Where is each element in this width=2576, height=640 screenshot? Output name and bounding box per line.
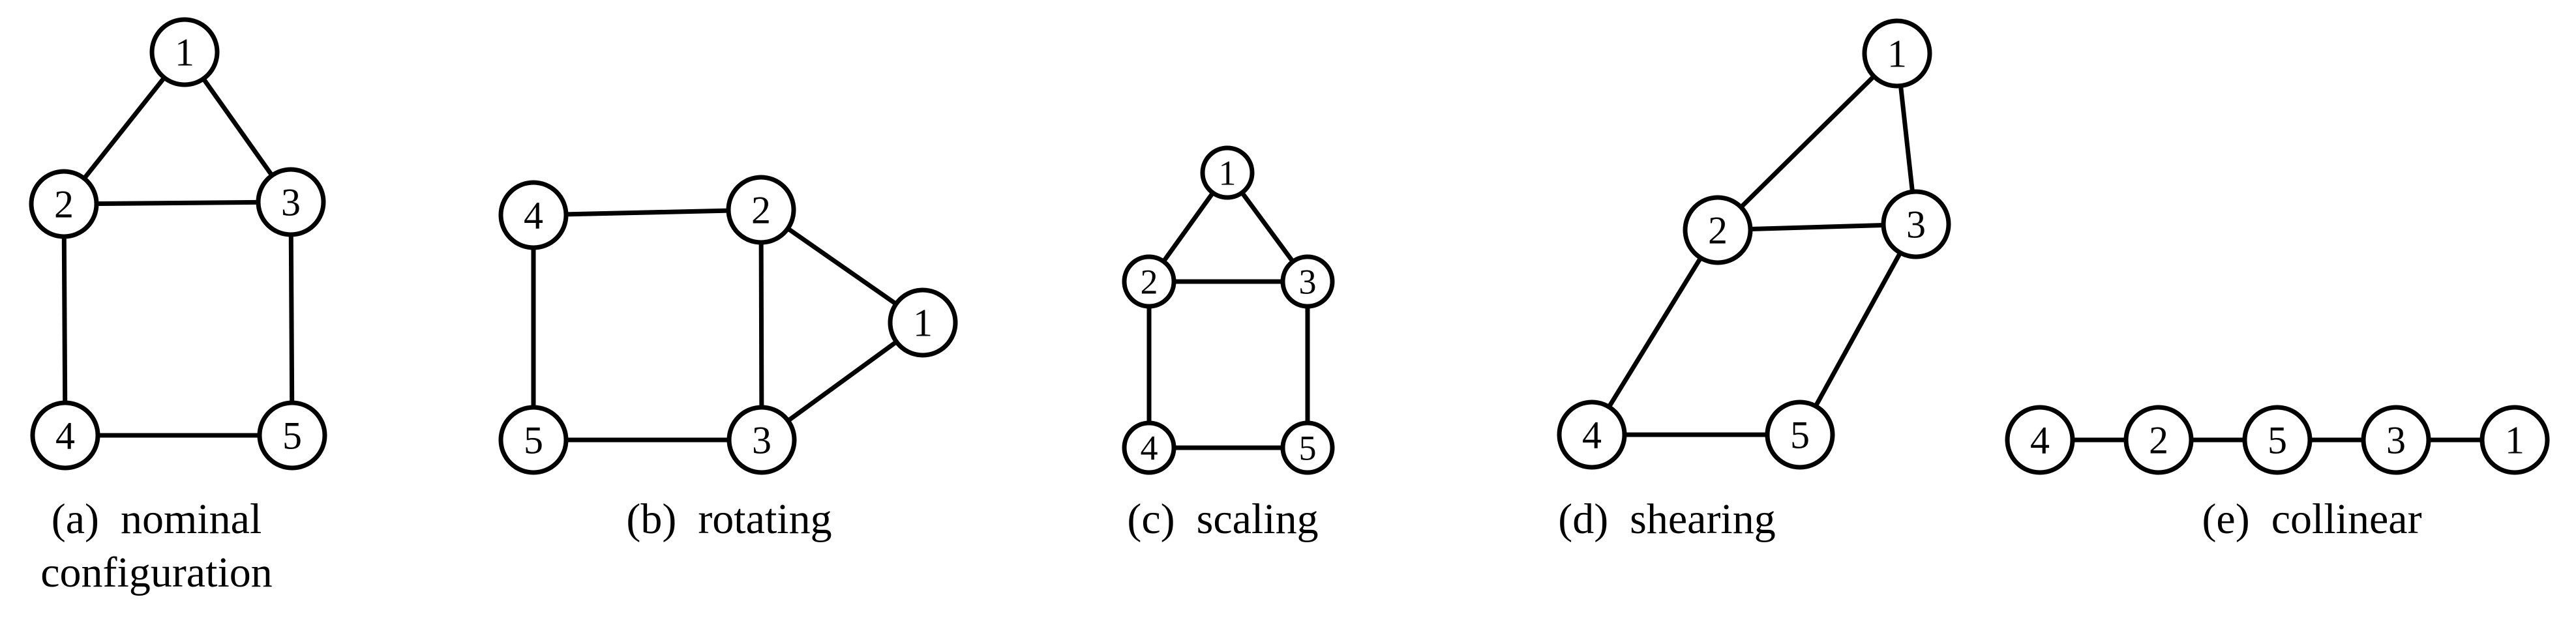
node-d-5 [1765, 400, 1835, 470]
node-e-4 [2005, 405, 2075, 475]
node-d-1 [1862, 18, 1932, 89]
node-e-3 [2361, 405, 2431, 475]
node-b-5 [498, 405, 569, 475]
panel-b: 1 2 3 4 5 (b) rotating [498, 175, 958, 543]
edge-d-2-4 [1590, 229, 1720, 436]
panel-a: 1 2 3 4 5 (a) nominal configuration [29, 17, 327, 596]
node-label-e-5: 5 [2268, 418, 2287, 461]
node-label-c-4: 4 [1141, 428, 1158, 467]
node-label-e-3: 3 [2386, 418, 2406, 461]
caption-b-line-0: (b) rotating [626, 495, 831, 543]
node-label-a-1: 1 [175, 31, 194, 74]
node-c-5 [1280, 420, 1335, 475]
node-d-2 [1683, 195, 1753, 265]
node-label-b-1: 1 [913, 301, 933, 344]
node-b-2 [726, 175, 796, 245]
node-b-4 [498, 180, 569, 250]
node-b-3 [726, 405, 797, 475]
node-c-4 [1122, 420, 1176, 475]
node-label-a-2: 2 [54, 182, 74, 225]
edge-a-2-3 [63, 199, 292, 207]
edge-a-3-5 [288, 201, 295, 436]
edge-a-2-4 [61, 203, 68, 436]
caption-a-line-0: (a) nominal [52, 495, 262, 543]
edge-d-1-2 [1716, 51, 1899, 232]
node-label-d-5: 5 [1790, 413, 1810, 456]
edge-b-2-3 [758, 209, 764, 441]
edge-d-3-5 [1797, 223, 1919, 436]
node-e-5 [2242, 405, 2313, 475]
node-label-b-2: 2 [751, 188, 771, 231]
node-c-1 [1200, 145, 1255, 200]
node-e-1 [2479, 405, 2550, 475]
node-label-e-2: 2 [2149, 418, 2168, 461]
node-label-b-4: 4 [524, 194, 543, 237]
caption-e-line-0: (e) collinear [2202, 495, 2421, 543]
node-label-d-1: 1 [1887, 32, 1907, 75]
caption-d-line-0: (d) shearing [1558, 495, 1776, 543]
caption-c-line-0: (c) scaling [1127, 495, 1318, 543]
node-label-c-2: 2 [1141, 262, 1158, 301]
node-c-3 [1280, 254, 1335, 309]
node-label-d-3: 3 [1906, 203, 1926, 246]
edge-b-4-2 [533, 207, 762, 218]
node-a-2 [29, 169, 99, 239]
node-e-2 [2123, 405, 2194, 475]
node-label-b-3: 3 [752, 418, 771, 461]
node-a-5 [257, 400, 327, 471]
node-label-e-1: 1 [2505, 418, 2524, 461]
node-label-e-4: 4 [2030, 418, 2050, 461]
node-d-3 [1881, 189, 1951, 259]
node-label-a-3: 3 [281, 181, 301, 224]
node-c-2 [1122, 254, 1176, 309]
panel-e: 4 2 5 3 1 (e) collinear [2005, 405, 2550, 543]
node-a-1 [149, 17, 220, 87]
node-label-c-3: 3 [1299, 262, 1317, 301]
node-a-4 [30, 400, 100, 471]
panel-c: 1 2 3 4 5 (c) scaling [1122, 145, 1335, 543]
node-b-1 [888, 287, 958, 358]
node-label-d-4: 4 [1582, 413, 1602, 456]
node-label-c-5: 5 [1299, 428, 1317, 467]
node-label-c-1: 1 [1219, 153, 1236, 192]
node-label-a-5: 5 [282, 414, 302, 457]
node-a-3 [256, 167, 326, 237]
node-d-4 [1557, 400, 1627, 470]
node-label-d-2: 2 [1708, 209, 1728, 252]
panel-d: 1 2 3 4 5 (d) shearing [1557, 18, 1951, 543]
node-label-b-5: 5 [524, 418, 543, 461]
caption-a-line-1: configuration [40, 549, 273, 596]
node-label-a-4: 4 [55, 414, 75, 457]
